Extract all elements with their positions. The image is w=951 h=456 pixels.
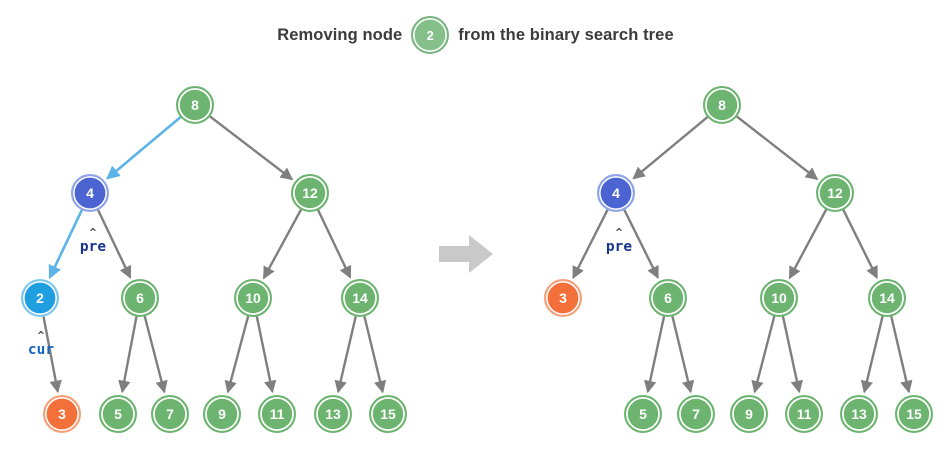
pointer-annotation-cur: ^cur — [28, 330, 54, 358]
title-prefix: Removing node — [277, 25, 403, 44]
tree-node-11[interactable]: 11 — [785, 395, 823, 433]
tree-node-3[interactable]: 3 — [43, 395, 81, 433]
pointer-label: pre — [79, 239, 107, 255]
tree-node-value: 13 — [851, 406, 867, 422]
tree-edge — [118, 315, 138, 394]
tree-node-5[interactable]: 5 — [624, 395, 662, 433]
tree-node-8[interactable]: 8 — [703, 86, 741, 124]
tree-node-value: 4 — [612, 185, 620, 201]
tree-node-value: 8 — [191, 97, 199, 113]
tree-edge — [106, 116, 182, 180]
tree-edge — [736, 115, 819, 180]
tree-edge — [842, 209, 878, 279]
pointer-annotation-pre: ^pre — [606, 227, 632, 255]
tree-edge — [334, 315, 357, 394]
pointer-caret-icon: ^ — [89, 226, 97, 239]
tree-node-value: 6 — [664, 290, 672, 306]
pointer-label: pre — [605, 239, 633, 255]
tree-node-value: 15 — [380, 406, 396, 422]
tree-node-value: 12 — [827, 185, 843, 201]
pointer-label: cur — [27, 342, 55, 358]
tree-edge — [781, 315, 803, 394]
title-node-badge: 2 — [411, 16, 450, 54]
tree-edge — [263, 208, 302, 280]
tree-node-value: 3 — [559, 290, 567, 306]
tree-edge — [671, 315, 695, 394]
tree-node-3[interactable]: 3 — [544, 279, 582, 317]
tree-edge — [860, 315, 884, 394]
tree-node-value: 5 — [639, 406, 647, 422]
tree-node-value: 10 — [245, 290, 261, 306]
tree-node-value: 14 — [352, 290, 368, 306]
tree-node-14[interactable]: 14 — [868, 279, 906, 317]
tree-node-4[interactable]: 4 — [71, 174, 109, 212]
tree-node-value: 3 — [58, 406, 66, 422]
tree-node-7[interactable]: 7 — [677, 395, 715, 433]
tree-node-11[interactable]: 11 — [258, 395, 296, 433]
tree-node-4[interactable]: 4 — [597, 174, 635, 212]
tree-node-value: 5 — [114, 406, 122, 422]
tree-node-value: 11 — [796, 406, 812, 422]
tree-node-value: 8 — [718, 97, 726, 113]
tree-edge — [48, 209, 83, 279]
tree-node-value: 4 — [86, 185, 94, 201]
tree-node-8[interactable]: 8 — [176, 86, 214, 124]
tree-edge — [143, 315, 168, 394]
transition-arrow-icon — [439, 235, 493, 273]
tree-node-value: 11 — [269, 406, 285, 422]
tree-edge — [751, 315, 776, 394]
tree-node-value: 14 — [879, 290, 895, 306]
tree-node-13[interactable]: 13 — [840, 395, 878, 433]
tree-node-value: 10 — [771, 290, 787, 306]
tree-node-2[interactable]: 2 — [21, 279, 59, 317]
pointer-annotation-pre: ^pre — [80, 227, 106, 255]
tree-node-value: 7 — [166, 406, 174, 422]
tree-node-6[interactable]: 6 — [649, 279, 687, 317]
tree-edge — [644, 315, 666, 394]
tree-edge — [632, 116, 709, 180]
tree-node-value: 15 — [906, 406, 922, 422]
tree-node-6[interactable]: 6 — [121, 279, 159, 317]
tree-node-9[interactable]: 9 — [203, 395, 241, 433]
tree-node-14[interactable]: 14 — [341, 279, 379, 317]
tree-edge — [317, 209, 352, 279]
page-title: Removing node 2 from the binary search t… — [0, 16, 951, 54]
tree-node-9[interactable]: 9 — [730, 395, 768, 433]
tree-node-10[interactable]: 10 — [760, 279, 798, 317]
tree-edge — [224, 315, 250, 394]
tree-node-13[interactable]: 13 — [314, 395, 352, 433]
tree-node-value: 12 — [302, 185, 318, 201]
tree-node-5[interactable]: 5 — [99, 395, 137, 433]
tree-node-10[interactable]: 10 — [234, 279, 272, 317]
tree-edge — [363, 315, 387, 394]
tree-node-value: 9 — [745, 406, 753, 422]
tree-node-value: 9 — [218, 406, 226, 422]
tree-edge — [890, 315, 913, 394]
tree-node-15[interactable]: 15 — [369, 395, 407, 433]
tree-node-7[interactable]: 7 — [151, 395, 189, 433]
tree-node-value: 6 — [136, 290, 144, 306]
tree-node-12[interactable]: 12 — [816, 174, 854, 212]
tree-node-12[interactable]: 12 — [291, 174, 329, 212]
tree-edge — [572, 209, 609, 280]
tree-node-15[interactable]: 15 — [895, 395, 933, 433]
pointer-caret-icon: ^ — [37, 329, 45, 342]
tree-node-value: 13 — [325, 406, 341, 422]
pointer-caret-icon: ^ — [615, 226, 623, 239]
tree-edge — [255, 315, 277, 394]
tree-node-value: 7 — [692, 406, 700, 422]
tree-edge — [209, 115, 294, 181]
tree-node-value: 2 — [36, 290, 44, 306]
tree-edge — [788, 209, 828, 280]
title-suffix: from the binary search tree — [458, 25, 674, 44]
